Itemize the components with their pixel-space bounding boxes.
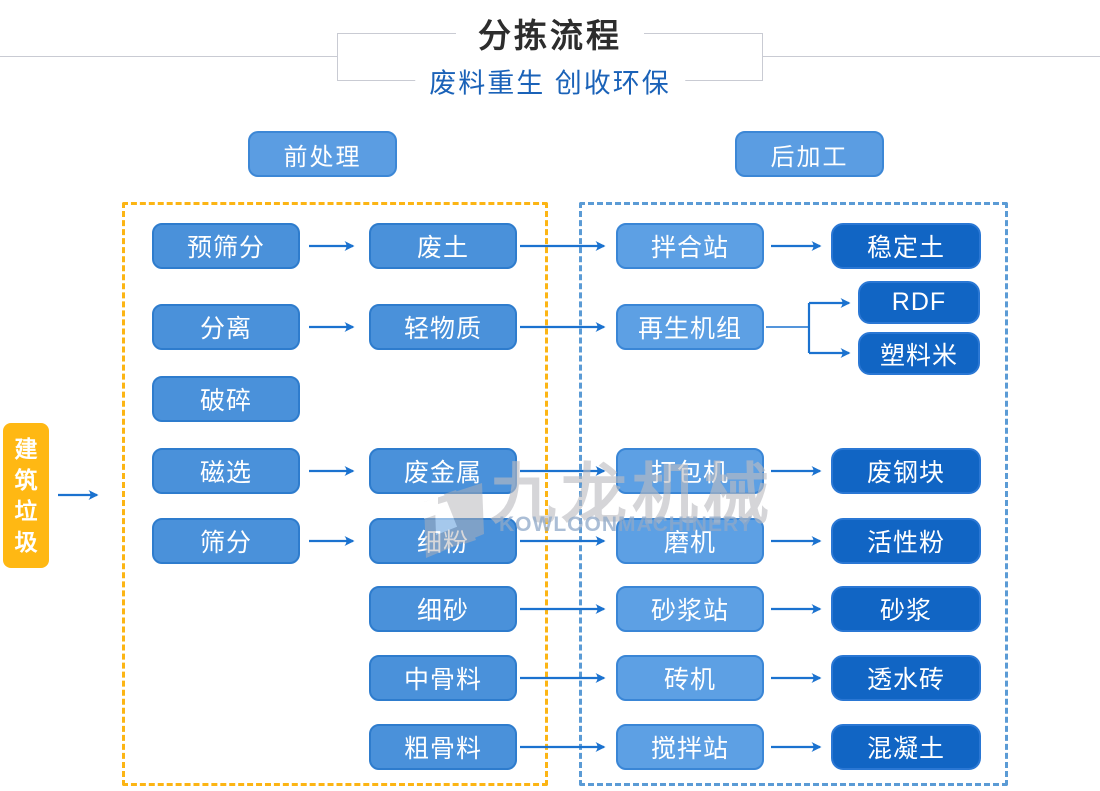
node-stabilized-soil: 稳定土	[831, 223, 981, 269]
node-brick-machine: 砖机	[616, 655, 764, 701]
node-scrap-metal: 废金属	[369, 448, 517, 494]
node-fine-sand: 细砂	[369, 586, 517, 632]
node-screening: 筛分	[152, 518, 300, 564]
postprocessing-group-frame	[579, 202, 1008, 786]
node-pre-screening: 预筛分	[152, 223, 300, 269]
node-mortar-station: 砂浆站	[616, 586, 764, 632]
node-magnetic-separation: 磁选	[152, 448, 300, 494]
source-construction-waste: 建筑垃圾	[3, 423, 49, 568]
node-waste-soil: 废土	[369, 223, 517, 269]
node-coarse-aggregate: 粗骨料	[369, 724, 517, 770]
node-plastic-pellets: 塑料米	[858, 332, 980, 375]
node-mixing-station: 拌合站	[616, 223, 764, 269]
node-regeneration-unit: 再生机组	[616, 304, 764, 350]
node-active-powder: 活性粉	[831, 518, 981, 564]
page-subtitle: 废料重生 创收环保	[415, 61, 685, 101]
section-label-pretreatment: 前处理	[248, 131, 397, 177]
node-separation: 分离	[152, 304, 300, 350]
node-concrete-mixer-station: 搅拌站	[616, 724, 764, 770]
node-light-material: 轻物质	[369, 304, 517, 350]
node-fine-powder: 细粉	[369, 518, 517, 564]
pretreatment-group-frame	[122, 202, 548, 786]
node-concrete: 混凝土	[831, 724, 981, 770]
source-label: 建筑垃圾	[14, 435, 38, 555]
node-rdf: RDF	[858, 281, 980, 324]
node-scrap-steel-block: 废钢块	[831, 448, 981, 494]
node-mortar: 砂浆	[831, 586, 981, 632]
node-baler: 打包机	[616, 448, 764, 494]
node-mill: 磨机	[616, 518, 764, 564]
node-permeable-brick: 透水砖	[831, 655, 981, 701]
section-label-postprocessing: 后加工	[735, 131, 884, 177]
node-crushing: 破碎	[152, 376, 300, 422]
page-title: 分拣流程	[456, 9, 644, 57]
node-medium-aggregate: 中骨料	[369, 655, 517, 701]
